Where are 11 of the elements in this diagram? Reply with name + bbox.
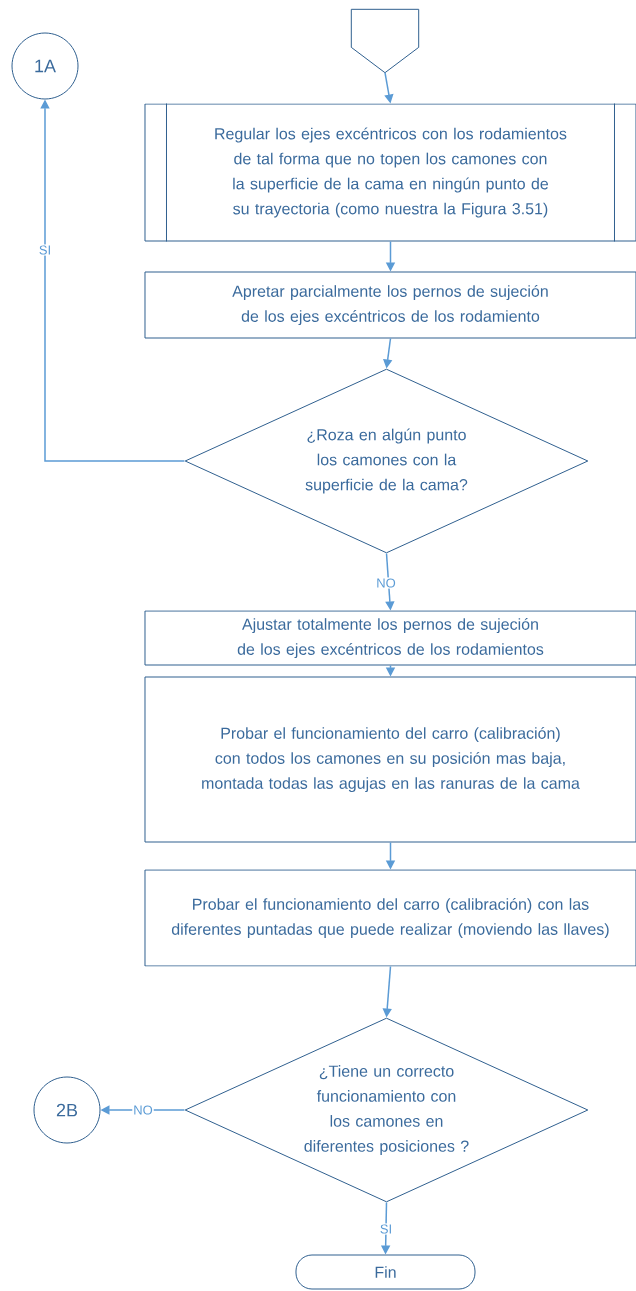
subprocess-box: Regular los ejes excéntricos con los rodamientos de tal forma que no topen los camones con la superficie de la cama en ningún punto de su trayectoria (como nuestra la Figura 3.51): [144, 103, 636, 242]
process-box: Ajustar totalmente los pernos de sujeción de los ejes excéntricos de los rodamientos: [144, 610, 636, 666]
off-page-connector: [350, 8, 420, 74]
edge-label: SI: [378, 1223, 394, 1235]
process-box: Probar el funcionamiento del carro (calibración) con todos los camones en su posición mas baja, montada todas las agujas en las ranuras de la cama: [144, 676, 636, 843]
process-box: Probar el funcionamiento del carro (calibración) con las diferentes puntadas que puede realizar (moviendo las llaves): [144, 869, 636, 967]
process-box: Apretar parcialmente los pernos de sujeción de los ejes excéntricos de los rodamiento: [144, 271, 636, 339]
terminator: Fin: [295, 1254, 476, 1290]
edge-label: NO: [132, 1104, 154, 1116]
edge-label: SI: [37, 244, 53, 256]
edge-label: NO: [375, 577, 397, 589]
